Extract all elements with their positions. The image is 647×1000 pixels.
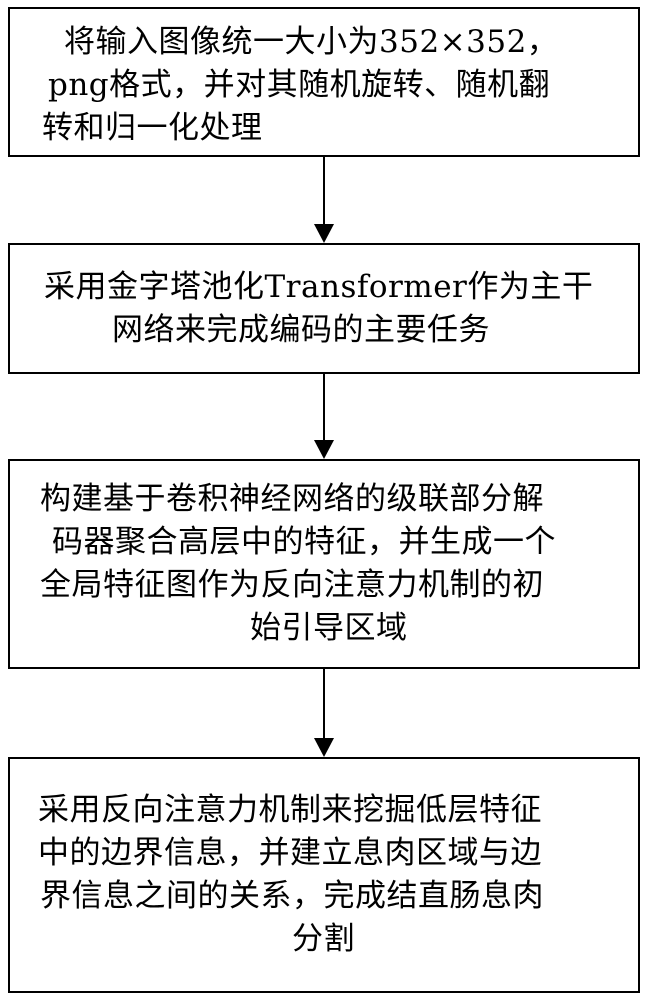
- step-4-line-2: 中的边界信息，并建立息肉区域与边: [28, 832, 620, 875]
- arrow-step-1-to-2: [314, 157, 334, 243]
- step-4-line-1: 采用反向注意力机制来挖掘低层特征: [28, 789, 620, 832]
- step-1-line-1: 将输入图像统一大小为352×352，: [28, 21, 620, 64]
- step-3-line-3: 全局特征图作为反向注意力机制的初: [28, 564, 620, 607]
- step-1-box: 将输入图像统一大小为352×352， png格式，并对其随机旋转、随机翻 转和归…: [8, 7, 640, 157]
- step-3-box: 构建基于卷积神经网络的级联部分解 码器聚合高层中的特征，并生成一个 全局特征图作…: [8, 459, 640, 669]
- step-2-box: 采用金字塔池化Transformer作为主干 网络来完成编码的主要任务: [8, 243, 640, 374]
- step-4-box: 采用反向注意力机制来挖掘低层特征 中的边界信息，并建立息肉区域与边 界信息之间的…: [8, 757, 640, 993]
- step-2-line-2: 网络来完成编码的主要任务: [28, 309, 620, 352]
- step-1-line-3: 转和归一化处理: [28, 107, 620, 150]
- step-2-line-1: 采用金字塔池化Transformer作为主干: [28, 266, 620, 309]
- step-3-line-1: 构建基于卷积神经网络的级联部分解: [28, 478, 620, 521]
- step-4-line-3: 界信息之间的关系，完成结直肠息肉: [28, 875, 620, 918]
- arrow-step-2-to-3: [314, 374, 334, 459]
- step-3-line-4: 始引导区域: [28, 607, 620, 650]
- step-3-line-2: 码器聚合高层中的特征，并生成一个: [28, 521, 620, 564]
- step-4-line-4: 分割: [28, 918, 620, 961]
- step-1-line-2: png格式，并对其随机旋转、随机翻: [28, 64, 620, 107]
- arrow-step-3-to-4: [314, 669, 334, 757]
